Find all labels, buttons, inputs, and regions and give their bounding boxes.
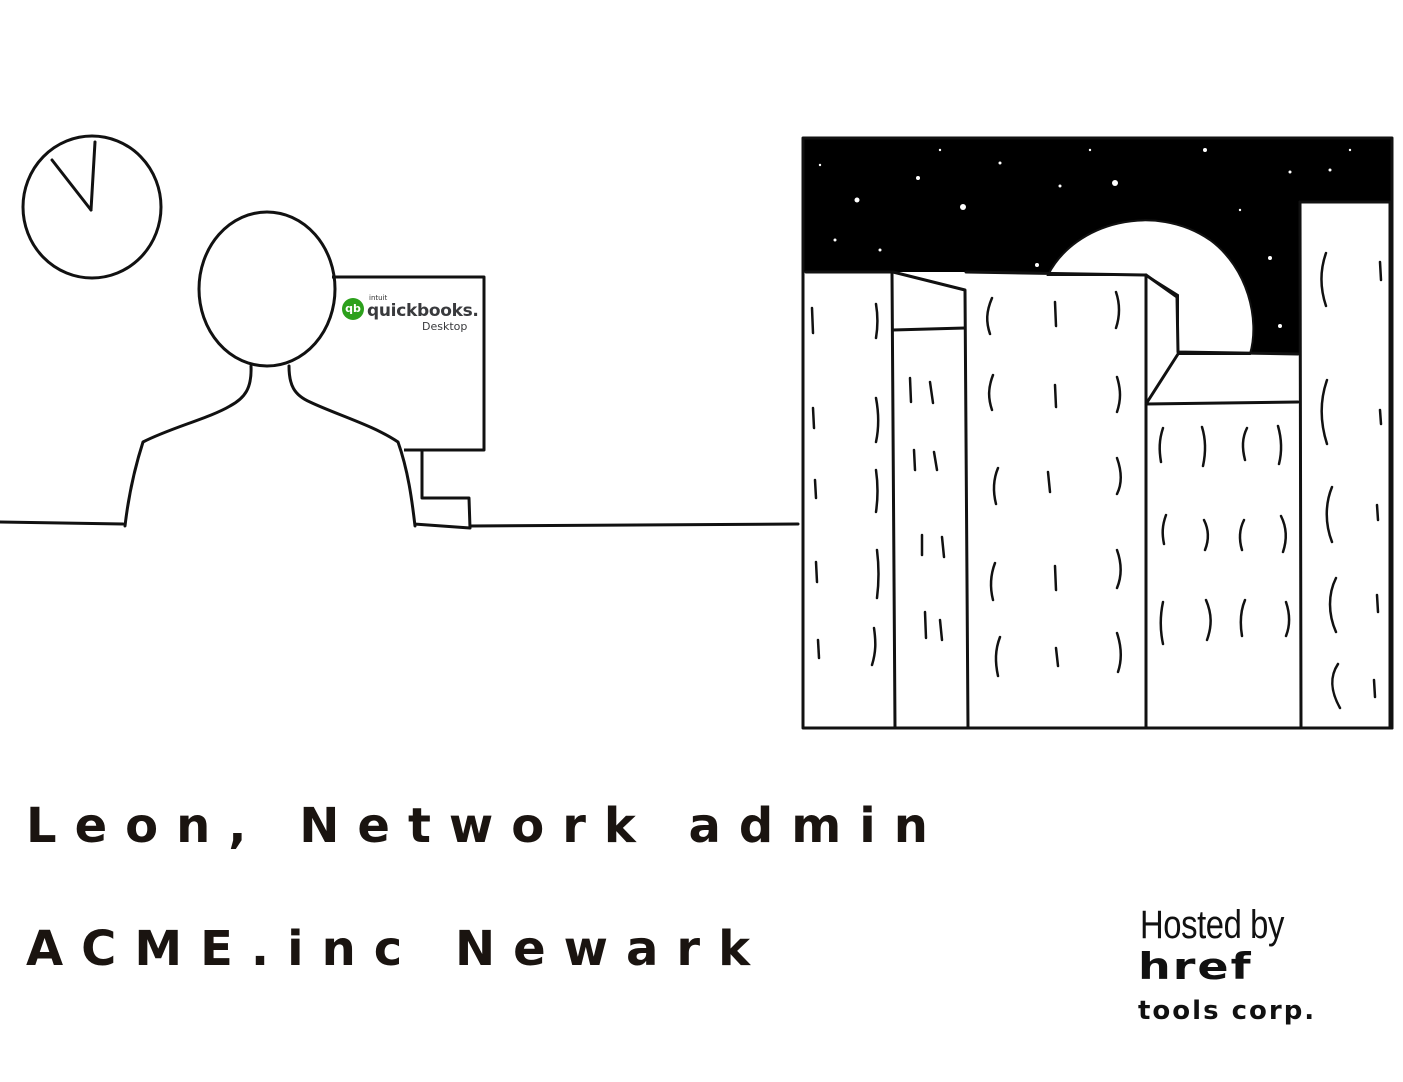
- href-wordmark: href: [1138, 944, 1253, 988]
- person-figure: [123, 210, 417, 528]
- tools-corp-wordmark: tools corp.: [1138, 996, 1317, 1026]
- hosted-by-logo: Hosted by href tools corp.: [1138, 902, 1398, 1032]
- night-city-window: [801, 136, 1394, 730]
- quickbooks-logo: qb intuit quickbooks. Desktop: [342, 294, 479, 336]
- desk: [0, 520, 800, 528]
- qb-intuit-text: intuit: [369, 294, 388, 302]
- hosted-by-label: Hosted by: [1140, 903, 1284, 947]
- caption-name-role: Leon, Network admin: [26, 798, 946, 854]
- qb-product-text: Desktop: [422, 320, 468, 333]
- moon-icon: [1046, 219, 1255, 355]
- caption-company: ACME.inc Newark: [26, 921, 769, 977]
- monitor-icon: [332, 275, 486, 530]
- wall-clock-icon: [21, 134, 163, 280]
- qb-brand-text: quickbooks.: [367, 301, 479, 321]
- qb-mark-icon: qb: [342, 298, 364, 320]
